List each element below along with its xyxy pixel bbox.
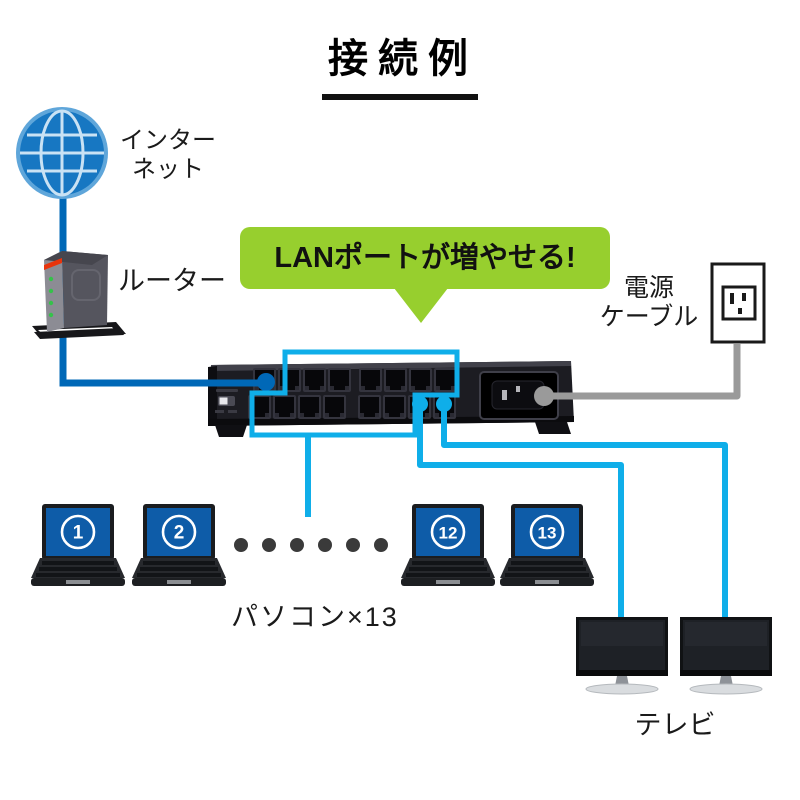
laptop-icon-12: 12: [401, 504, 495, 586]
laptop-number: 13: [538, 524, 557, 543]
laptop-icon-2: 2: [132, 504, 226, 586]
internet-label-line1: インター: [120, 127, 216, 154]
page-title-wrap: 接続例: [0, 26, 800, 100]
router-label: ルーター: [118, 266, 226, 296]
switch-foot: [535, 422, 571, 434]
tv-icon-2: [680, 617, 772, 695]
ellipsis-dot: [262, 538, 276, 552]
laptop-number: 1: [73, 523, 84, 544]
laptop-number: 2: [174, 523, 185, 544]
router-icon: [32, 251, 126, 339]
loop-detect-switch: [215, 389, 238, 413]
switch-foot: [215, 425, 247, 437]
laptop-icon-1: 1: [31, 504, 125, 586]
internet-label: インター ネット: [112, 126, 224, 184]
ellipsis-dot: [374, 538, 388, 552]
laptop-icon-13: 13: [500, 504, 594, 586]
power-label-line2: ケーブル: [599, 303, 699, 331]
laptop-number: 12: [439, 524, 458, 543]
callout-bubble: LANポートが増やせる!: [240, 227, 610, 289]
pc-count-label: パソコン×13: [231, 602, 399, 632]
internet-label-line2: ネット: [132, 156, 204, 183]
power-inlet: [479, 371, 559, 420]
ellipsis-dot: [318, 538, 332, 552]
power-label-line1: 電源: [623, 274, 674, 302]
lan-switch-icon: [208, 361, 574, 437]
wall-outlet-icon: [710, 262, 766, 344]
ellipsis-dot: [346, 538, 360, 552]
tv-icon-1: [576, 617, 668, 695]
internet-globe-icon: [16, 107, 108, 199]
tv-label: テレビ: [634, 710, 716, 740]
ellipsis-dot: [290, 538, 304, 552]
callout-bubble-tail: [394, 288, 448, 323]
power-cable-label: 電源 ケーブル: [590, 274, 708, 332]
callout-text: LANポートが増やせる!: [274, 242, 576, 274]
page-title: 接続例: [322, 26, 478, 100]
ellipsis-dot: [234, 538, 248, 552]
